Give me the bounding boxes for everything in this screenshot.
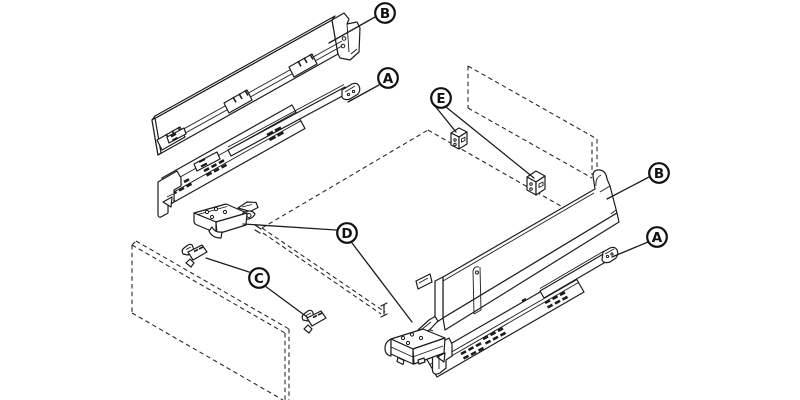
callout-a-top-left: A [377,67,399,89]
callout-letter: D [341,226,352,242]
callout-letter: B [654,166,664,182]
front-fixing-bracket-right [301,309,327,334]
back-panel-outline [467,65,598,181]
leader-d-1 [242,223,337,231]
callout-b-right: B [648,162,670,184]
panel-thickness-tick [254,224,262,234]
product-sticker [193,151,221,172]
drawer-side-profile-left [151,12,361,156]
leader-d-2 [351,242,413,323]
callout-d: D [336,222,358,244]
callout-b-top-left: B [374,2,396,24]
callout-letter: B [380,6,390,22]
callout-e: E [430,87,452,109]
callout-letter: A [383,71,394,87]
leader-e-2 [445,106,535,179]
runner-front-cap [157,170,182,218]
drawer-runner-left [157,82,361,218]
callout-letter: A [652,230,663,246]
back-fixing-bracket-right [526,170,546,196]
callout-c: C [248,267,270,289]
back-flange [331,12,361,61]
back-fixing-bracket-left [450,127,468,150]
leader-e-1 [434,105,457,133]
front-panel-outline [131,240,290,400]
leader-b-top-left [328,16,376,44]
leader-c-2 [264,285,308,318]
leader-lines [205,16,650,323]
callout-letter: E [436,91,445,107]
front-fixing-bracket-left [181,243,208,268]
callout-letter: C [254,271,264,287]
profile-front-cap [434,276,444,323]
screw-hole [341,36,347,41]
front-fixing-slot [415,273,433,290]
leader-a-right [611,241,649,258]
locking-device-left [193,201,259,239]
product-sticker [166,127,187,144]
leader-a-top-left [347,84,380,103]
callout-a-right: A [646,226,668,248]
rail-end-cap [341,82,361,101]
drawer-side-profile-right [415,169,620,331]
locking-device-right [384,315,446,366]
leader-c-1 [205,257,250,273]
edge-break-tick [380,302,388,318]
leader-b-right [606,176,650,200]
drawer-runner-right [425,246,619,378]
